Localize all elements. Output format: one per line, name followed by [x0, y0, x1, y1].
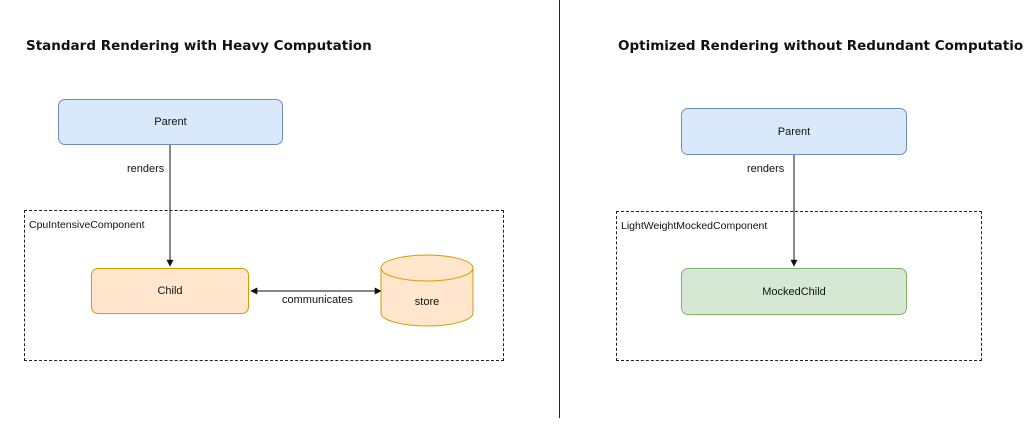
- communicates-label: communicates: [282, 294, 353, 306]
- lightweight-mocked-component-group: LightWeightMockedComponent: [616, 211, 982, 361]
- cpu-intensive-component-group: CpuIntensiveComponent: [24, 210, 504, 361]
- mocked-child-node[interactable]: MockedChild: [681, 268, 907, 315]
- cpu-intensive-component-label: CpuIntensiveComponent: [29, 219, 145, 231]
- panel-divider: [559, 0, 560, 418]
- right-renders-label: renders: [747, 163, 785, 175]
- left-parent-node[interactable]: Parent: [58, 99, 283, 145]
- left-renders-label: renders: [127, 163, 165, 175]
- right-title: Optimized Rendering without Redundant Co…: [618, 38, 1024, 54]
- left-title: Standard Rendering with Heavy Computatio…: [26, 38, 372, 54]
- lightweight-mocked-component-label: LightWeightMockedComponent: [621, 220, 768, 232]
- right-parent-node[interactable]: Parent: [681, 108, 907, 155]
- store-label: store: [414, 296, 440, 308]
- child-node[interactable]: Child: [91, 268, 249, 314]
